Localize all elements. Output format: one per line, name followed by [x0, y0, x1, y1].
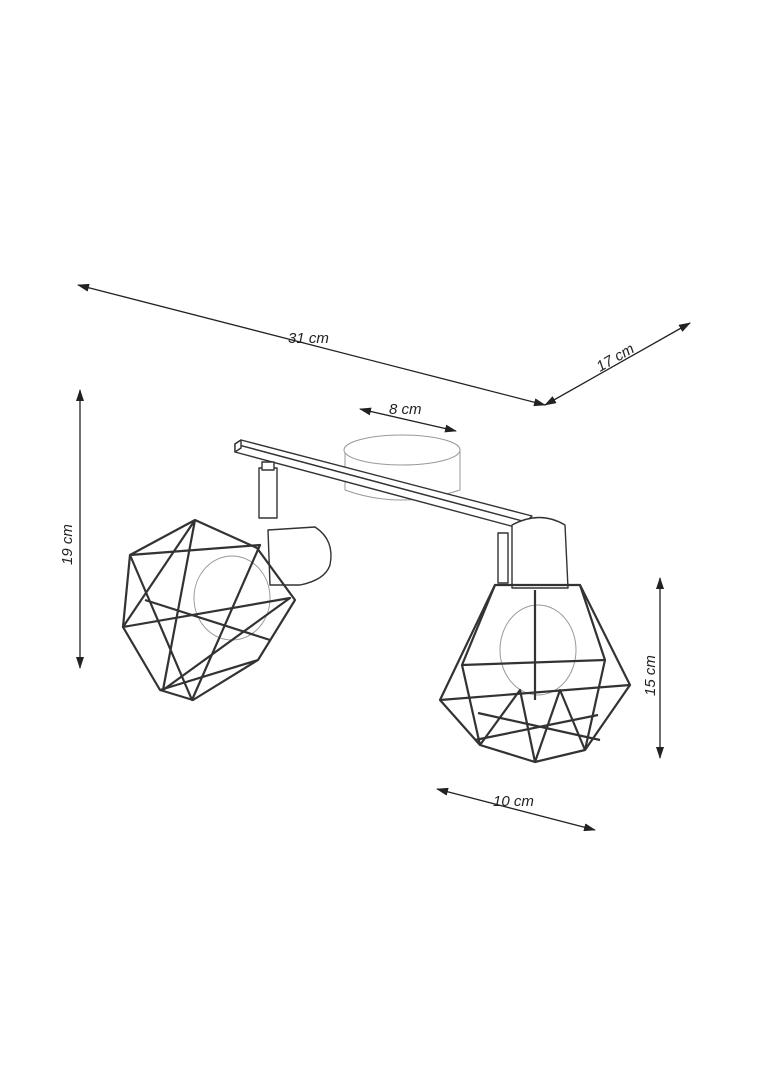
dimension-length: 31 cm: [77, 283, 546, 407]
dimension-shade-height: 15 cm: [642, 577, 664, 759]
dimension-label: 19 cm: [59, 524, 76, 565]
dimension-arrow: [77, 283, 546, 407]
dimension-label: 17 cm: [594, 340, 638, 375]
dimension-arrow: [544, 322, 691, 406]
dimension-arrow: [359, 407, 457, 433]
right-cage-icon: [438, 583, 632, 764]
dimension-label: 31 cm: [288, 330, 329, 347]
ceiling-canopy: [343, 434, 461, 501]
dimension-canopy: 8 cm: [359, 401, 457, 433]
right-spotlight: [438, 516, 632, 764]
dimension-height: 19 cm: [59, 389, 84, 669]
left-cage-icon: [121, 518, 297, 702]
dimension-label: 8 cm: [389, 401, 422, 418]
dimension-depth: 17 cm: [544, 322, 691, 406]
mounting-bar: [234, 439, 533, 531]
dimension-label: 10 cm: [493, 793, 534, 810]
dimension-label: 15 cm: [642, 655, 659, 696]
dimension-arrow: [436, 787, 596, 832]
left-spotlight: [121, 461, 332, 702]
dimension-shade-width: 10 cm: [436, 787, 596, 832]
